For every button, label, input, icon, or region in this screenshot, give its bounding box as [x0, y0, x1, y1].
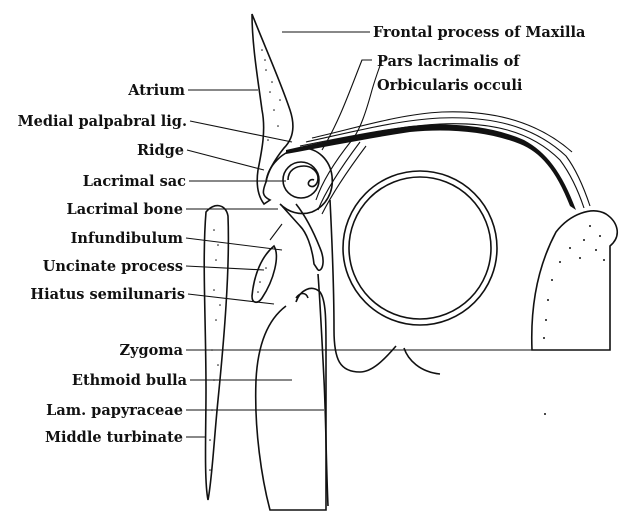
label-zygoma: Zygoma: [119, 342, 183, 359]
lacrimal-bone-dash: [270, 224, 282, 240]
label-uncinate: Uncinate process: [43, 258, 183, 275]
zygoma-shape: [532, 211, 617, 350]
label-medial-palpebral: Medial palpabral lig.: [18, 113, 187, 130]
label-hiatus: Hiatus semilunaris: [30, 286, 185, 303]
print-speck: [544, 413, 546, 415]
lacrimal-bone-wall: [282, 206, 318, 270]
ethmoid-bulla-shape: [256, 288, 326, 510]
zygoma-stipple: [543, 225, 605, 339]
uncinate-shape: [252, 246, 276, 302]
lacrimal-sac-inner: [288, 166, 318, 187]
label-frontal-process: Frontal process of Maxilla: [373, 24, 586, 41]
uncinate-stipple: [257, 267, 267, 293]
label-ethmoid-bulla: Ethmoid bulla: [72, 372, 188, 389]
eyeball-inner: [349, 177, 491, 319]
orbital-wall: [330, 200, 396, 372]
label-ridge: Ridge: [137, 142, 184, 159]
label-lacrimal-sac: Lacrimal sac: [83, 173, 186, 190]
label-lam-papyraceae: Lam. papyraceae: [46, 402, 183, 419]
label-infundibulum: Infundibulum: [71, 230, 184, 247]
middle-turbinate-shape: [204, 206, 228, 500]
label-pars-lacrimalis-2: Orbicularis occuli: [377, 77, 523, 94]
orbital-wall-inner: [404, 348, 440, 374]
label-lacrimal-bone: Lacrimal bone: [67, 201, 183, 218]
eyeball-outer: [343, 171, 497, 325]
label-middle-turbinate: Middle turbinate: [45, 429, 183, 446]
frontal-process-shape: [252, 14, 293, 204]
label-pars-lacrimalis-1: Pars lacrimalis of: [377, 53, 521, 70]
label-atrium: Atrium: [127, 82, 185, 99]
